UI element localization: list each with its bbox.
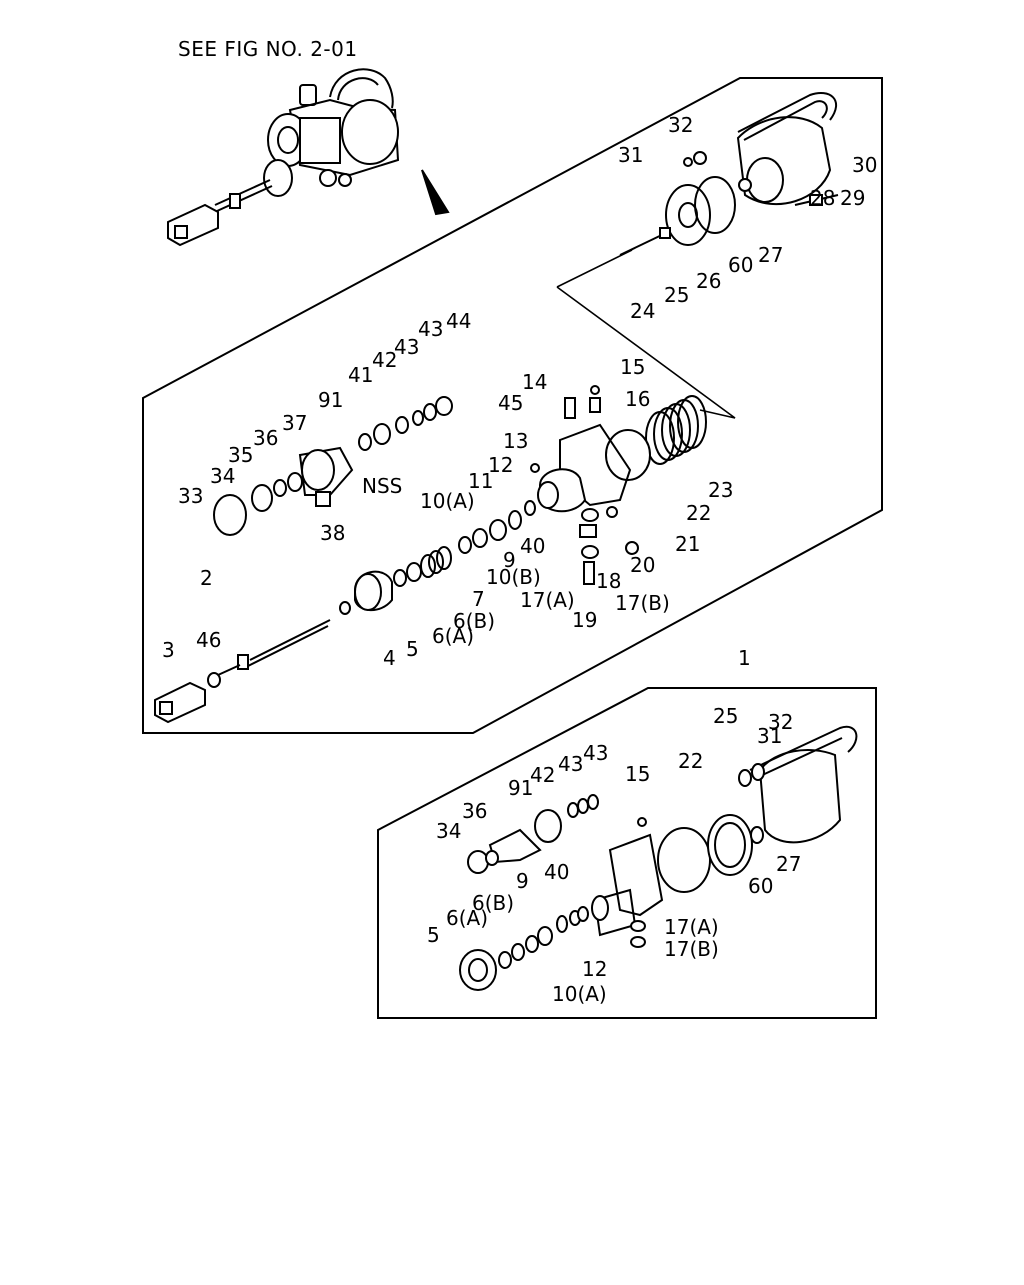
kit-part-label: 42 [530,763,555,787]
kit-part-label: 91 [508,776,533,800]
main-part-label: 15 [620,355,645,379]
kit-view-panel [377,687,877,1019]
reference-note: SEE FIG NO. 2-01 [178,37,358,61]
kit-part-label: 40 [544,860,569,884]
main-part-label: 31 [618,143,643,167]
kit-part-label: 34 [436,819,461,843]
main-part-label: 9 [503,548,516,572]
main-part-label: 1 [738,646,751,670]
main-part-label: 3 [162,638,175,662]
main-part-label: 36 [253,426,278,450]
main-part-label: 40 [520,534,545,558]
main-part-label: 6(B) [453,609,495,633]
kit-part-label: 15 [625,762,650,786]
kit-part-label: 17(A) [664,915,719,939]
main-part-label: 33 [178,484,203,508]
main-part-label: 30 [852,153,877,177]
kit-part-label: 6(B) [472,891,514,915]
main-part-label: NSS [362,474,402,498]
main-part-label: 21 [675,532,700,556]
main-part-label: 44 [446,309,471,333]
main-part-label: 25 [664,283,689,307]
main-part-label: 29 [840,186,865,210]
kit-part-label: 25 [713,704,738,728]
main-part-label: 4 [383,646,396,670]
main-part-label: 11 [468,469,493,493]
main-part-label: 42 [372,348,397,372]
kit-part-label: 22 [678,749,703,773]
main-part-label: 10(A) [420,489,475,513]
main-part-label: 43 [394,335,419,359]
main-part-label: 45 [498,391,523,415]
kit-part-label: 12 [582,957,607,981]
kit-part-label: 36 [462,799,487,823]
main-part-label: 5 [406,637,419,661]
arrow-indicator [421,169,450,216]
main-part-label: 34 [210,464,235,488]
kit-part-label: 43 [558,752,583,776]
main-part-label: 35 [228,443,253,467]
kit-part-label: 10(A) [552,982,607,1006]
kit-part-label: 32 [768,710,793,734]
main-part-label: 6(A) [432,624,474,648]
main-part-label: 14 [522,370,547,394]
main-part-label: 91 [318,388,343,412]
main-part-label: 2 [200,566,213,590]
main-part-label: 24 [630,299,655,323]
main-part-label: 60 [728,253,753,277]
main-part-label: 41 [348,363,373,387]
kit-part-label: 31 [757,724,782,748]
main-part-label: 43 [418,317,443,341]
main-part-label: 26 [696,269,721,293]
kit-part-label: 60 [748,874,773,898]
main-part-label: 20 [630,553,655,577]
main-part-label: 19 [572,608,597,632]
main-part-label: 22 [686,501,711,525]
reference-assembly-drawing [167,68,400,247]
main-part-label: 38 [320,521,345,545]
main-part-label: 12 [488,453,513,477]
kit-part-label: 6(A) [446,906,488,930]
kit-part-label: 17(B) [664,937,719,961]
main-part-label: 7 [472,587,485,611]
main-view-panel [142,77,883,734]
kit-part-label: 43 [583,741,608,765]
main-part-label: 32 [668,113,693,137]
main-part-label: 13 [503,429,528,453]
leader [556,249,633,288]
main-part-label: 46 [196,628,221,652]
main-part-label: 17(A) [520,588,575,612]
main-part-label: 23 [708,478,733,502]
kit-part-label: 27 [776,852,801,876]
main-view-parts [154,92,839,724]
main-part-label: 17(B) [615,591,670,615]
main-part-label: 28 [810,186,835,210]
leader [556,286,736,419]
main-part-label: 18 [596,569,621,593]
kit-part-label: 9 [516,869,529,893]
main-part-label: 27 [758,243,783,267]
main-part-label: 37 [282,411,307,435]
kit-view-parts [459,725,858,991]
main-part-label: 10(B) [486,565,541,589]
main-part-label: 16 [625,387,650,411]
kit-part-label: 5 [427,923,440,947]
